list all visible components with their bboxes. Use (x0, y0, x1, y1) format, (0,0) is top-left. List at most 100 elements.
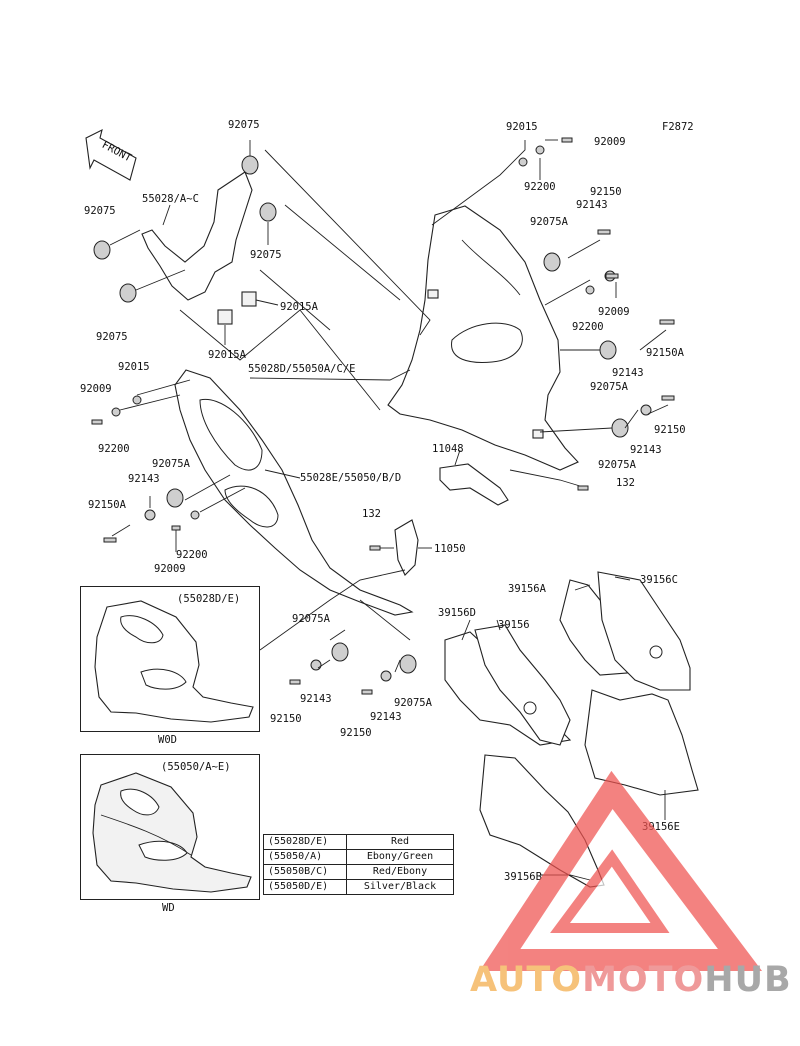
part-label: 92015A (280, 301, 319, 313)
part-label: 92143 (128, 473, 160, 485)
inset-caption: WD (162, 902, 175, 914)
washer-icon (190, 510, 200, 520)
part-number-labels: 92075 55028/A~C 92075 92075 92015A 92075… (80, 119, 694, 883)
part-label: 92009 (154, 563, 186, 575)
part-label: 92075 (250, 249, 282, 261)
bracket-11050 (394, 519, 419, 576)
part-label: 92015 (118, 361, 150, 373)
part-label: 92009 (598, 306, 630, 318)
inset-title: (55028D/E) (177, 593, 241, 605)
part-label: 92009 (80, 383, 112, 395)
bolt-icon (597, 229, 611, 235)
table-cell-color: Red (346, 834, 454, 850)
part-label: 92075 (228, 119, 260, 131)
part-label: 92075A (292, 613, 331, 625)
table-cell-code: (55028D/E) (263, 834, 347, 850)
part-label: 132 (362, 508, 381, 520)
nut-icon (310, 659, 322, 671)
part-label: 39156B (504, 871, 542, 883)
grommet-icon (241, 155, 259, 175)
color-table: (55028D/E) Red (55050/A) Ebony/Green (55… (263, 834, 454, 895)
table-cell-code: (55050/A) (263, 849, 347, 865)
part-label: 92150 (590, 186, 622, 198)
grommet-icon (599, 340, 617, 360)
bolt-icon (91, 419, 103, 425)
watermark-triangle-icon (479, 770, 763, 971)
nut-icon (132, 395, 142, 405)
part-label: 92009 (594, 136, 626, 148)
bolt-icon (661, 395, 675, 401)
side-fairing-right (387, 205, 579, 471)
part-label: 92150A (88, 499, 127, 511)
part-label: 92075A (530, 216, 569, 228)
bolt-icon (103, 537, 117, 543)
part-label: 92075A (590, 381, 629, 393)
bracket-11048 (439, 463, 509, 506)
part-label: 11048 (432, 443, 464, 455)
bolt-icon (577, 485, 589, 491)
part-label: 92075 (84, 205, 116, 217)
part-label: 92200 (176, 549, 208, 561)
inner-cowl-upper (141, 171, 257, 325)
table-cell-color: Ebony/Green (346, 849, 454, 865)
part-label: 92150 (340, 727, 372, 739)
bolt-icon (561, 137, 573, 143)
part-label: 92075A (394, 697, 433, 709)
nut-icon (380, 670, 392, 682)
part-label: 55028D/55050A/C/E (248, 363, 355, 375)
part-label: 92200 (524, 181, 556, 193)
grommet-icon (166, 488, 184, 508)
front-arrow-icon: FRONT (85, 128, 137, 181)
leader-lines (109, 139, 669, 881)
part-label: 132 (616, 477, 635, 489)
part-label: 92200 (98, 443, 130, 455)
part-label: 39156C (640, 574, 678, 586)
part-label: 55028E/55050/B/D (300, 472, 401, 484)
part-label: 92075A (152, 458, 191, 470)
side-fairing-left (174, 369, 414, 616)
bolt-icon (289, 679, 301, 685)
part-label: 92015 (506, 121, 538, 133)
part-label: 92075 (96, 331, 128, 343)
grommet-icon (611, 418, 629, 438)
watermark-part-auto: AUTO (470, 960, 583, 1000)
grommets (91, 137, 675, 695)
table-row: (55028D/E) Red (263, 834, 454, 850)
part-label: 92143 (370, 711, 402, 723)
grommet-icon (543, 252, 561, 272)
bolt-icon (605, 273, 619, 279)
table-row: (55050/A) Ebony/Green (263, 849, 454, 865)
part-label: 92200 (572, 321, 604, 333)
inset-title: (55050/A~E) (161, 761, 231, 773)
bolt-icon (659, 319, 675, 325)
part-label: 92150A (646, 347, 685, 359)
grommet-icon (259, 202, 277, 222)
watermark-part-moto: MOTO (582, 960, 705, 1000)
part-label: 92150 (270, 713, 302, 725)
part-label: 39156D (438, 607, 476, 619)
part-label: 55028/A~C (142, 193, 199, 205)
inset-fairing-drawing (94, 600, 254, 723)
table-cell-code: (55050D/E) (263, 879, 347, 895)
figure-code: F2872 (662, 121, 694, 133)
table-cell-color: Red/Ebony (346, 864, 454, 880)
table-cell-color: Silver/Black (346, 879, 454, 895)
nut-icon (640, 404, 652, 416)
bolt-icon (171, 525, 181, 531)
part-label: 92150 (654, 424, 686, 436)
inset-variant-w0d: (55028D/E) (80, 586, 260, 732)
table-row: (55050B/C) Red/Ebony (263, 864, 454, 880)
table-row: (55050D/E) Silver/Black (263, 879, 454, 895)
washer-icon (585, 285, 595, 295)
part-label: 92015A (208, 349, 247, 361)
bolt-icon (369, 545, 381, 551)
table-cell-code: (55050B/C) (263, 864, 347, 880)
grommet-icon (119, 283, 137, 303)
part-label: 92143 (576, 199, 608, 211)
watermark-part-hub: HUB (704, 960, 792, 1000)
part-label: 11050 (434, 543, 466, 555)
part-label: 39156 (498, 619, 530, 631)
inset-fairing-drawing (92, 772, 252, 893)
part-label: 92143 (612, 367, 644, 379)
